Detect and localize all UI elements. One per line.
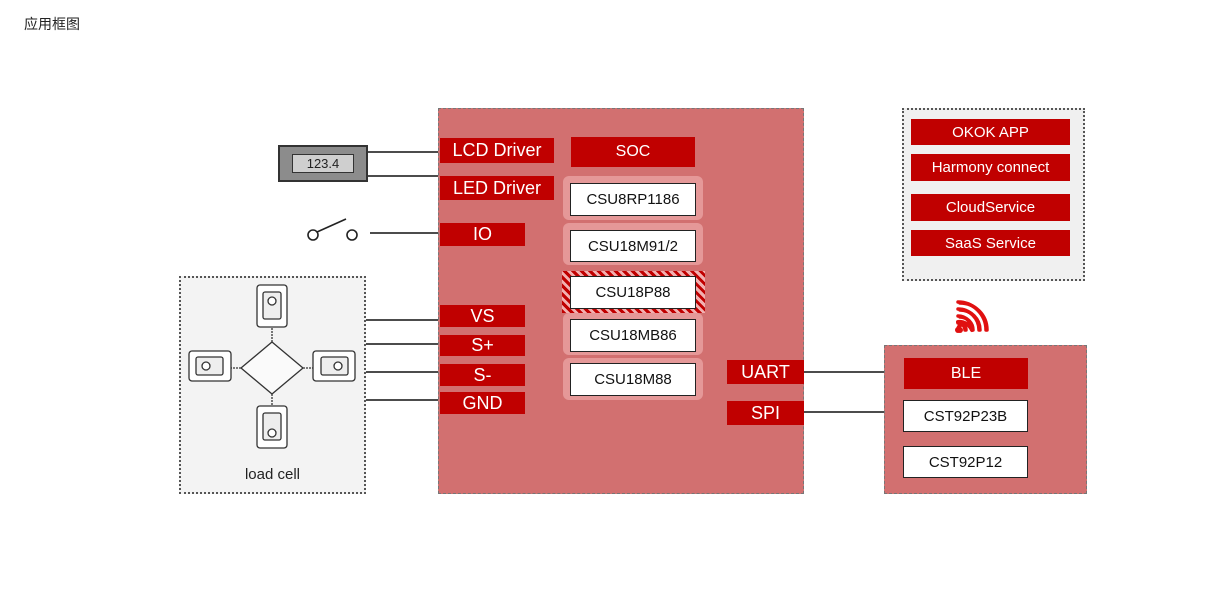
io-label: IO xyxy=(440,223,525,246)
chip-csu18p88: CSU18P88 xyxy=(570,276,696,309)
led-driver-label: LED Driver xyxy=(440,176,554,200)
chip-csu18m88: CSU18M88 xyxy=(570,363,696,396)
vs-label: VS xyxy=(440,305,525,327)
chip-csu18m91-2: CSU18M91/2 xyxy=(570,230,696,262)
page-title: 应用框图 xyxy=(24,17,80,33)
chip-csu8rp1186: CSU8RP1186 xyxy=(570,183,696,216)
cloud-item-okok-app: OKOK APP xyxy=(911,119,1070,145)
lcd-value: 123.4 xyxy=(292,154,354,173)
lcd-display-icon: 123.4 xyxy=(278,145,368,182)
soc-title: SOC xyxy=(571,137,695,167)
chip-cst92p23b: CST92P23B xyxy=(903,400,1028,432)
cloud-item-cloudservice: CloudService xyxy=(911,194,1070,221)
ble-title: BLE xyxy=(904,358,1028,389)
spi-label: SPI xyxy=(727,401,804,425)
switch-icon xyxy=(307,218,358,241)
cloud-item-saas-service: SaaS Service xyxy=(911,230,1070,256)
s-minus-label: S- xyxy=(440,364,525,386)
s-plus-label: S+ xyxy=(440,335,525,356)
load-cell-label: load cell xyxy=(244,466,301,483)
uart-label: UART xyxy=(727,360,804,384)
wifi-icon xyxy=(955,300,988,333)
cloud-item-harmony-connect: Harmony connect xyxy=(911,154,1070,181)
load-cell-panel xyxy=(179,276,366,494)
lcd-driver-label: LCD Driver xyxy=(440,138,554,163)
chip-csu18mb86: CSU18MB86 xyxy=(570,319,696,352)
gnd-label: GND xyxy=(440,392,525,414)
chip-cst92p12: CST92P12 xyxy=(903,446,1028,478)
